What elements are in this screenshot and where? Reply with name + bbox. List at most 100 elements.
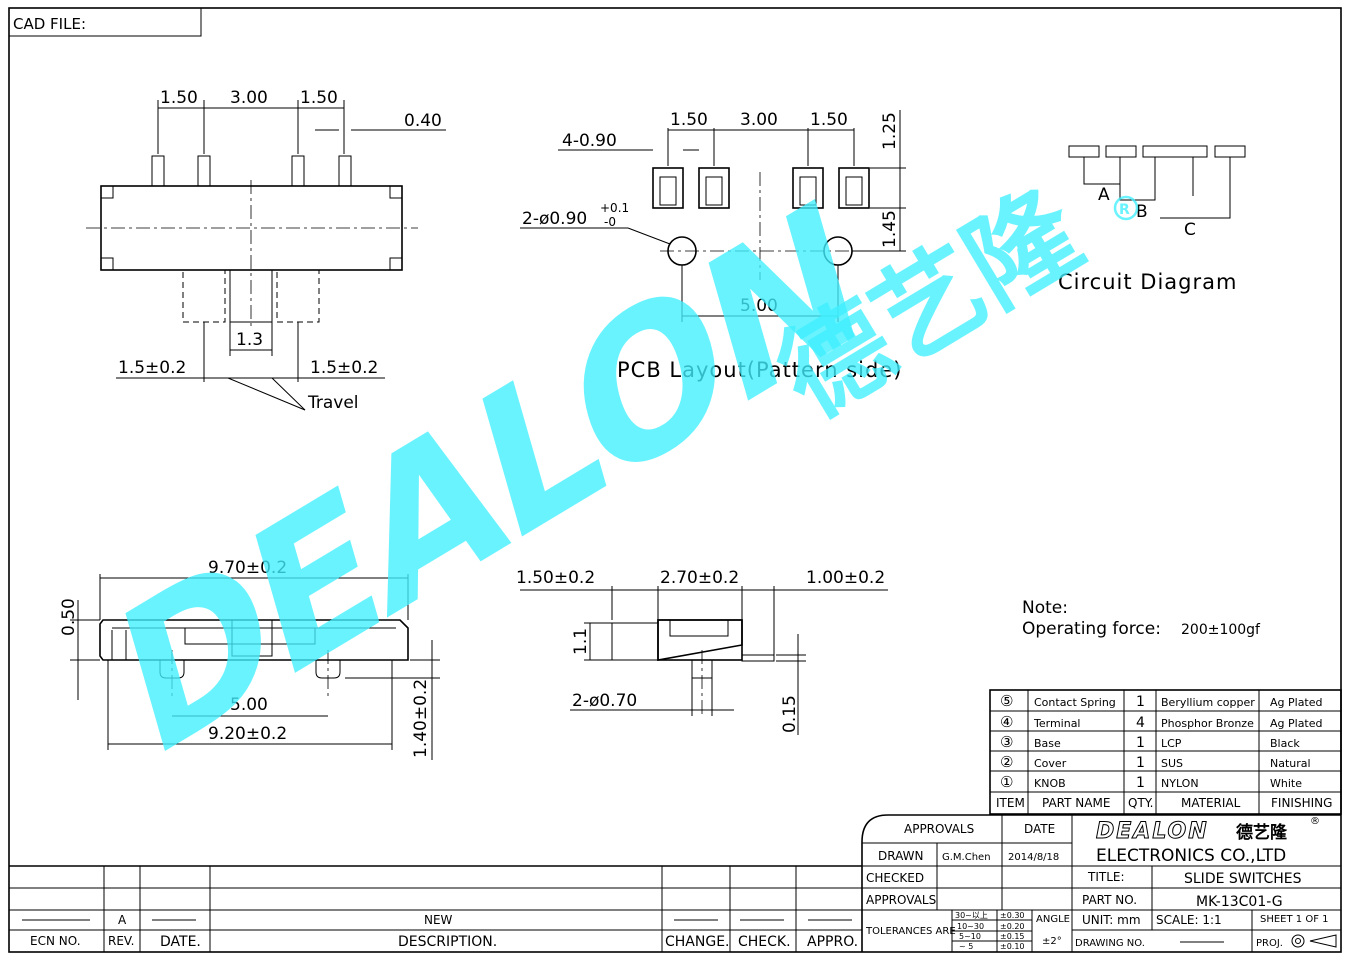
side-dim-width: 9.70±0.2 [208, 558, 287, 578]
title-block: APPROVALS DATE DRAWN G.M.Chen 2014/8/18 … [861, 814, 1341, 952]
tb-tol-range-3: 5~10 [959, 932, 981, 941]
tb-tolerances: TOLERANCES ARE [865, 926, 956, 937]
bom-cell-item: ② [1000, 753, 1013, 771]
rev-header-check: CHECK. [738, 934, 791, 950]
rev-header-rev: REV. [108, 934, 134, 948]
rev-header-date: DATE. [160, 934, 201, 950]
bom-cell-finish: Ag Plated [1270, 717, 1323, 730]
end-body [657, 619, 743, 661]
tb-drawn-date: 2014/8/18 [1008, 852, 1059, 863]
end-dim-pin: 2-ø0.70 [572, 691, 637, 711]
tb-scale: SCALE: 1:1 [1156, 913, 1222, 927]
circuit-label-a: A [1098, 185, 1110, 205]
bom-cell-qty: 1 [1136, 735, 1145, 751]
tb-approvals: APPROVALS [904, 822, 974, 836]
bom-cell-finish: Natural [1270, 757, 1311, 770]
circuit-caption: Circuit Diagram [1058, 270, 1237, 294]
tb-checked: CHECKED [866, 871, 924, 885]
bom-header-item: ITEM [996, 796, 1025, 810]
bom-cell-part: KNOB [1034, 777, 1066, 790]
tb-title-label: TITLE: [1087, 870, 1125, 884]
tb-angle: ±2° [1042, 936, 1062, 947]
pcb-pad [698, 167, 730, 209]
tb-drawing-no-label: DRAWING NO. [1075, 938, 1145, 949]
pcb-hole-tol-minus: -0 [604, 215, 616, 229]
sheet-border [8, 7, 1342, 953]
bom-cell-material: NYLON [1161, 777, 1199, 790]
tb-unit: UNIT: mm [1082, 913, 1141, 927]
bom-cell-material: SUS [1161, 757, 1183, 770]
tb-drawn: DRAWN [878, 849, 924, 863]
side-view: 9.70±0.2 0.50 5.00 9.20±0.2 1.40±0.2 [59, 558, 440, 760]
pin [197, 155, 211, 187]
note-title: Note: [1022, 598, 1068, 618]
bom-cell-part: Cover [1034, 757, 1067, 770]
side-dim-holes: 5.00 [230, 695, 268, 715]
tb-tol-val-1: ±0.30 [1000, 911, 1025, 920]
dim-0-40: 0.40 [404, 111, 442, 131]
pcb-dim-5-00: 5.00 [740, 296, 778, 316]
end-view: 1.50±0.2 2.70±0.2 1.00±0.2 1.1 2-ø0.70 0… [516, 568, 888, 735]
pin [151, 155, 165, 187]
circuit-diagram: A B C Circuit Diagram [1058, 145, 1246, 294]
rev-desc: NEW [424, 913, 453, 927]
bom-cell-item: ① [1000, 773, 1013, 791]
rev-header-ecn: ECN NO. [30, 934, 81, 948]
bom-header-part: PART NAME [1042, 796, 1110, 810]
side-body [99, 619, 409, 661]
rev-header-change: CHANGE. [665, 934, 730, 950]
note-block: Note: Operating force: 200±100gf [1022, 598, 1261, 639]
front-view: 1.50 3.00 1.50 0.40 1.3 1.5±0.2 1.5±0.2 … [86, 88, 446, 413]
cad-file-label: CAD FILE: [13, 15, 86, 33]
tb-title: SLIDE SWITCHES [1184, 871, 1302, 887]
dim-1-50-right: 1.50 [300, 88, 338, 108]
bom-cell-finish: White [1270, 777, 1302, 790]
tb-tol-range-1: 30~以上 [955, 911, 988, 920]
rev-header-appro: APPRO. [807, 934, 858, 950]
pcb-pad [838, 167, 870, 209]
tb-company: ELECTRONICS CO.,LTD [1096, 846, 1286, 866]
watermark-reg-icon [1113, 195, 1139, 221]
bom-cell-part: Terminal [1033, 717, 1081, 730]
rev-value: A [118, 913, 127, 927]
bom-cell-finish: Ag Plated [1270, 696, 1323, 709]
tb-proj: PROJ. [1256, 938, 1283, 949]
bom-cell-material: Beryllium copper [1161, 696, 1255, 709]
bom-cell-qty: 1 [1136, 755, 1145, 771]
pcb-layout-caption: PCB Layout(Pattern side) [617, 358, 902, 382]
cad-file-box [8, 7, 202, 37]
watermark-latin: DEALON [100, 156, 877, 805]
dim-3-00: 3.00 [230, 88, 268, 108]
tb-reg: ® [1310, 816, 1320, 827]
pcb-pad-dim: 4-0.90 [562, 131, 617, 151]
tb-tol-val-3: ±0.15 [1000, 932, 1025, 941]
tb-part-no: MK-13C01-G [1196, 894, 1283, 910]
note-label: Operating force: [1022, 619, 1161, 639]
bom-cell-material: LCP [1161, 737, 1182, 750]
pcb-pad [792, 167, 824, 209]
travel-label: Travel [307, 393, 359, 413]
bom-cell-material: Phosphor Bronze [1161, 717, 1254, 730]
bom-cell-finish: Black [1270, 737, 1300, 750]
side-dim-height: 1.40±0.2 [411, 679, 431, 758]
bom-cell-item: ③ [1000, 733, 1013, 751]
pin [291, 155, 305, 187]
circuit-label-b: B [1136, 202, 1148, 222]
bom-cell-part: Contact Spring [1034, 696, 1116, 709]
tb-logo: DEALON [1096, 819, 1209, 844]
pcb-dim-1-50-right: 1.50 [810, 110, 848, 130]
tb-tol-range-4: ~ 5 [959, 942, 973, 951]
note-value: 200±100gf [1181, 622, 1261, 638]
pin [338, 155, 352, 187]
pcb-dim-1-25: 1.25 [880, 112, 900, 150]
dim-travel-left: 1.5±0.2 [118, 358, 186, 378]
end-dim-mid: 2.70±0.2 [660, 568, 739, 588]
pcb-pad [652, 167, 684, 209]
bom-header-finish: FINISHING [1271, 796, 1332, 810]
pcb-hole-dim: 2-ø0.90 [522, 209, 587, 229]
pcb-dim-3-00: 3.00 [740, 110, 778, 130]
projection-symbol-icon [1291, 934, 1337, 948]
pcb-hole-tol-plus: +0.1 [600, 201, 629, 215]
tb-date: DATE [1024, 822, 1055, 836]
